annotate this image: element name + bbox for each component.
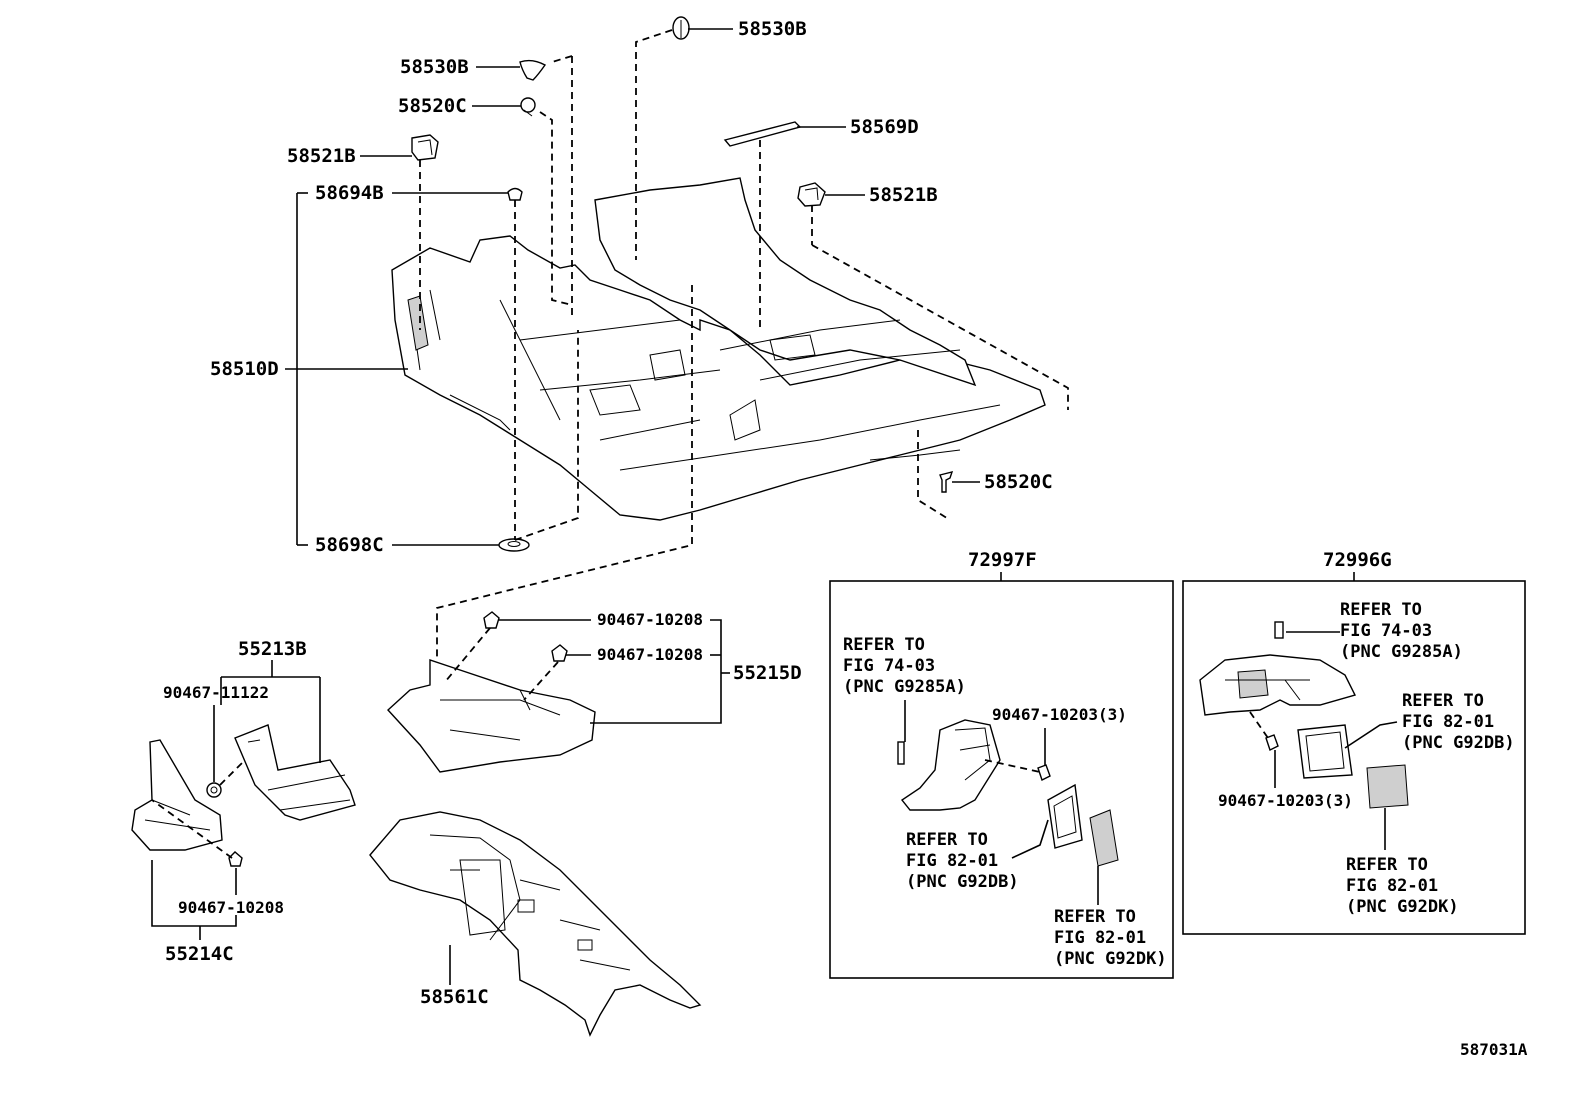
retainer-58521B-left[interactable] [411, 134, 439, 161]
label-58569D: 58569D [850, 116, 919, 138]
ring-G92DB-g[interactable] [1297, 724, 1353, 779]
note-g-g92dk: REFER TO FIG 82-01 (PNC G92DK) [1346, 855, 1459, 917]
note-g-g9285a: REFER TO FIG 74-03 (PNC G9285A) [1340, 600, 1463, 662]
grommet-58698C[interactable] [498, 538, 530, 552]
label-58521B-left: 58521B [287, 145, 356, 167]
note-g-g92db: REFER TO FIG 82-01 (PNC G92DB) [1402, 691, 1515, 753]
grommet-G9285A-g[interactable] [1274, 621, 1284, 639]
label-90467-10208-left: 90467-10208 [178, 898, 284, 917]
label-90467-10203-f: 90467-10203(3) [992, 705, 1127, 724]
label-58530B-left: 58530B [400, 56, 469, 78]
clip-58530B-left[interactable] [519, 59, 547, 81]
grommet-58694B[interactable] [507, 187, 523, 201]
figure-code: 587031A [1460, 1040, 1528, 1059]
clip-90467-10208-a[interactable] [483, 611, 500, 629]
label-58510D: 58510D [210, 358, 279, 380]
clip-90467-10203-f[interactable] [1037, 764, 1051, 781]
tunnel-insulator-58561C-part[interactable] [369, 811, 702, 1037]
grille-G92DK-f[interactable] [1089, 809, 1119, 867]
box-72997F [829, 572, 1174, 979]
label-55214C: 55214C [165, 943, 234, 965]
duct-72996G-part[interactable] [1199, 654, 1357, 716]
clip-90467-10203-g[interactable] [1265, 734, 1279, 751]
label-58520C-top: 58520C [398, 95, 467, 117]
label-58520C-right: 58520C [984, 471, 1053, 493]
label-58521B-right: 58521B [869, 184, 938, 206]
label-90467-10208-b: 90467-10208 [597, 645, 703, 664]
label-55215D: 55215D [733, 662, 802, 684]
floor-silencer-55215D-part[interactable] [387, 659, 596, 773]
label-72996G: 72996G [1323, 549, 1392, 571]
box-72996G [1182, 572, 1526, 935]
label-58694B: 58694B [315, 182, 384, 204]
clip-90467-10208-left[interactable] [228, 851, 243, 867]
label-58561C: 58561C [420, 986, 489, 1008]
label-55213B: 55213B [238, 638, 307, 660]
ring-G92DB-f[interactable] [1047, 783, 1083, 849]
label-90467-10203-g: 90467-10203(3) [1218, 791, 1353, 810]
strip-58569D[interactable] [723, 121, 802, 147]
cover-55213B-part[interactable] [234, 724, 356, 821]
label-58698C: 58698C [315, 534, 384, 556]
note-f-g9285a: REFER TO FIG 74-03 (PNC G9285A) [843, 635, 966, 697]
label-72997F: 72997F [968, 549, 1037, 571]
grommet-G9285A-f[interactable] [897, 741, 905, 765]
grille-G92DK-g[interactable] [1366, 764, 1409, 809]
label-58530B-top: 58530B [738, 18, 807, 40]
duct-72997F-part[interactable] [900, 719, 1001, 811]
label-90467-11122: 90467-11122 [163, 683, 269, 702]
note-f-g92db: REFER TO FIG 82-01 (PNC G92DB) [906, 830, 1019, 892]
cover-55214C-part[interactable] [131, 739, 223, 851]
screw-90467-11122[interactable] [206, 782, 222, 798]
note-f-g92dk: REFER TO FIG 82-01 (PNC G92DK) [1054, 907, 1167, 969]
label-90467-10208-a: 90467-10208 [597, 610, 703, 629]
clip-90467-10208-b[interactable] [551, 644, 568, 662]
clip-58520C-right[interactable] [939, 471, 954, 493]
clip-58520C-top[interactable] [520, 97, 536, 117]
retainer-58521B-right[interactable] [797, 182, 826, 207]
clip-58530B-top[interactable] [672, 16, 690, 40]
floor-carpet-part[interactable] [391, 177, 1046, 521]
